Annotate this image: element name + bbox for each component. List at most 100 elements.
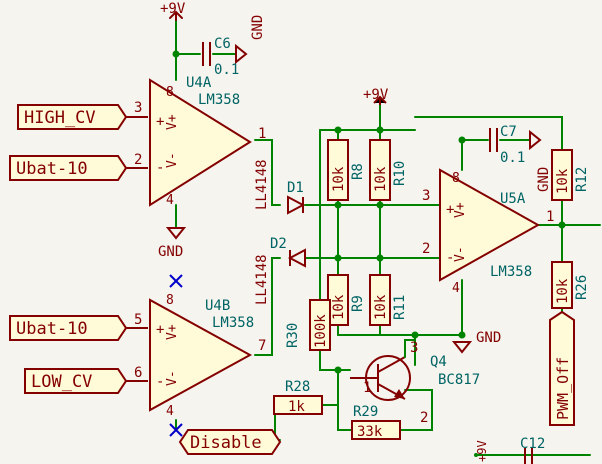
svg-text:LOW_CV: LOW_CV [31,372,92,392]
vcc-symbol-r8: +9V [363,87,389,105]
svg-text:R11: R11 [392,295,408,320]
svg-text:1k: 1k [288,399,305,415]
svg-text:GND: GND [476,330,501,346]
svg-text:10k: 10k [331,166,347,192]
svg-text:+: + [156,322,164,338]
svg-text:10k: 10k [373,166,389,192]
svg-text:4: 4 [166,404,174,419]
svg-text:5: 5 [134,312,142,328]
svg-text:V+: V+ [453,202,468,218]
svg-text:C6: C6 [214,36,231,52]
junction-dots [172,50,566,374]
svg-text:-: - [446,250,454,266]
svg-text:V+: V+ [165,114,180,130]
resistor-r30: 100k R30 [285,299,331,351]
svg-text:R9: R9 [350,295,366,312]
svg-text:+: + [156,114,164,130]
svg-text:LM358: LM358 [212,315,254,331]
svg-text:7: 7 [258,338,266,354]
svg-text:-: - [156,374,164,390]
gnd-symbol-c7: GND [529,129,552,192]
svg-text:U4B: U4B [205,298,230,314]
svg-text:R29: R29 [353,404,378,420]
svg-text:U4A: U4A [186,75,212,91]
svg-text:R30: R30 [285,323,301,348]
svg-text:HIGH_CV: HIGH_CV [24,108,96,128]
svg-text:10k: 10k [555,278,571,304]
wires [175,19,601,456]
svg-text:R26: R26 [574,275,590,300]
transistor-q4: 1 3 2 Q4 BC817 [350,339,480,426]
svg-text:+9V: +9V [160,1,186,17]
svg-text:V-: V- [165,152,180,168]
svg-text:2: 2 [420,410,428,426]
svg-text:V-: V- [453,246,468,262]
label-pwm-off: PWM_Off [549,310,575,426]
svg-text:4: 4 [166,193,174,208]
label-disable: Disable [178,429,282,455]
capacitor-c12: C12 +9V [474,436,545,464]
svg-text:0.1: 0.1 [500,150,525,166]
gnd-symbol-c6: GND [235,15,266,65]
svg-text:R12: R12 [574,167,590,192]
svg-text:Disable: Disable [190,433,262,453]
svg-text:GND: GND [250,15,266,40]
resistor-r9: 10k R9 [327,274,366,326]
svg-text:+9V: +9V [475,440,489,462]
label-high-cv: HIGH_CV [17,104,148,130]
svg-text:D2: D2 [270,236,287,252]
resistor-r12: 10k R12 [551,149,590,201]
svg-text:PWM_Off: PWM_Off [554,357,572,420]
svg-text:Q4: Q4 [430,354,447,370]
resistor-r11: 10k R11 [369,274,408,326]
svg-text:10k: 10k [331,294,347,320]
label-ubat-10-top: Ubat-10 [9,155,148,181]
svg-text:4: 4 [452,281,460,296]
svg-text:0.1: 0.1 [214,62,239,78]
capacitor-c7: C7 0.1 [489,124,525,166]
opamp-u5a: + - V+ V- 3 2 1 8 4 U5A LM358 [422,168,554,296]
resistor-r10: 10k R10 [369,139,408,201]
svg-text:R28: R28 [285,379,310,395]
capacitor-c6: C6 0.1 [202,36,239,78]
svg-text:GND: GND [158,244,183,260]
resistor-r29: 33k R29 [351,404,401,440]
svg-text:8: 8 [452,171,460,186]
svg-text:V+: V+ [165,324,180,340]
svg-text:1: 1 [258,126,266,142]
svg-text:R8: R8 [350,163,366,180]
svg-text:BC817: BC817 [438,372,480,388]
label-low-cv: LOW_CV [24,368,148,394]
svg-text:LM358: LM358 [198,92,240,108]
svg-text:+9V: +9V [363,87,389,103]
svg-text:+: + [446,202,454,218]
svg-text:100k: 100k [313,314,329,348]
vcc-symbol-u4a: +9V [160,1,186,21]
svg-text:GND: GND [536,167,552,192]
svg-text:1: 1 [546,209,554,225]
svg-text:33k: 33k [357,424,383,440]
svg-text:3: 3 [422,188,430,204]
svg-text:LM358: LM358 [490,264,532,280]
svg-text:1: 1 [363,380,371,396]
label-ubat-10-bottom: Ubat-10 [9,315,148,341]
resistor-r28: 1k R28 [273,379,323,415]
svg-text:6: 6 [134,365,142,381]
gnd-symbol-u4a: GND [158,227,187,260]
svg-text:2: 2 [134,152,142,168]
svg-text:3: 3 [134,100,142,116]
svg-text:LL4148: LL4148 [254,254,270,305]
gnd-symbol-q4: GND [451,330,501,354]
svg-text:V-: V- [165,370,180,386]
resistor-r26: 10k R26 [551,261,590,309]
opamp-u4b: + - V+ V- 5 6 7 8 4 U4B LM358 [134,274,266,437]
svg-text:LL4148: LL4148 [254,159,270,210]
resistor-r8: 10k R8 [327,139,366,201]
svg-text:10k: 10k [373,294,389,320]
diode-d1: D1 LL4148 [254,159,306,215]
svg-text:U5A: U5A [500,191,526,207]
svg-text:Ubat-10: Ubat-10 [16,159,88,179]
svg-text:8: 8 [166,85,174,100]
